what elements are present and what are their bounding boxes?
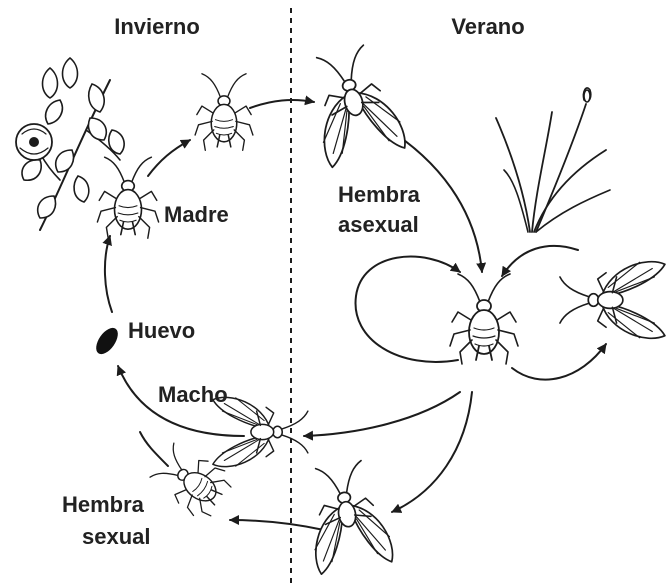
wingless-aphid-icon (97, 157, 158, 238)
label-huevo: Huevo (128, 318, 195, 343)
label-madre: Madre (164, 202, 229, 227)
wingless-aphid-icon (450, 274, 518, 364)
wingless-aphid-icon (146, 438, 236, 524)
summer-header: Verano (451, 14, 524, 39)
label-hembra-sexual-line2: sexual (82, 524, 151, 549)
winter-header: Invierno (114, 14, 200, 39)
winged-aphid-icon (301, 41, 407, 168)
label-hembra-sexual-line1: Hembra (62, 492, 145, 517)
label-hembra-asexual-line2: asexual (338, 212, 419, 237)
winged-aphid-icon (560, 262, 665, 339)
rose-plant-icon (16, 58, 124, 230)
egg-icon (92, 324, 122, 358)
grass-plant-icon (496, 88, 610, 232)
winged-aphid-icon (301, 458, 395, 575)
label-hembra-asexual-line1: Hembra (338, 182, 421, 207)
wingless-aphid-icon (195, 74, 253, 151)
label-macho: Macho (158, 382, 228, 407)
winged-aphid-icon (213, 397, 308, 466)
